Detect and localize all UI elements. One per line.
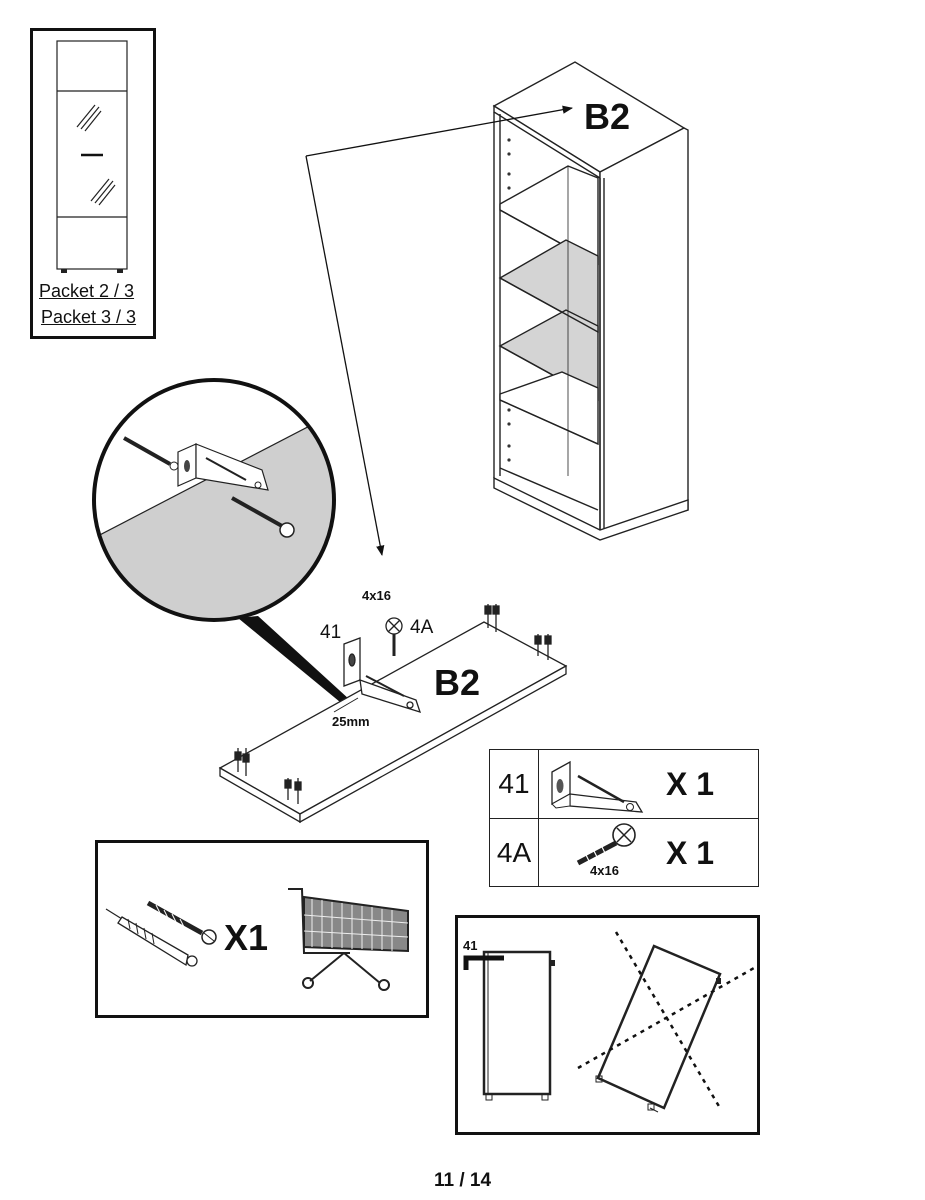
shopping-cart-icon bbox=[288, 888, 409, 991]
distance-label: 25mm bbox=[332, 714, 370, 729]
angle-bracket-icon bbox=[551, 760, 644, 813]
wall-anchor-qty: X1 bbox=[224, 917, 269, 958]
wall-mounting-diagram: 41 bbox=[455, 915, 760, 1135]
mounting-orientation-illustration bbox=[463, 931, 755, 1113]
screw-id-label: 4A bbox=[410, 617, 434, 638]
wall-anchor-illustration bbox=[105, 888, 409, 991]
panel-b2-drawing bbox=[218, 604, 568, 824]
parts-table: 41 X 1 4A 4x16 X 1 bbox=[489, 749, 759, 887]
packet-label-2: Packet 3 / 3 bbox=[41, 307, 137, 327]
part-qty: X 1 bbox=[666, 834, 715, 871]
wall-diagram-id: 41 bbox=[463, 938, 478, 953]
part-id: 41 bbox=[490, 750, 539, 818]
screw-size-small: 4x16 bbox=[590, 863, 619, 878]
parts-row: 4A 4x16 X 1 bbox=[490, 818, 758, 887]
cabinet-thumbnail bbox=[56, 40, 128, 273]
parts-row: 41 X 1 bbox=[490, 750, 758, 818]
wall-fixing-box: X1 bbox=[95, 840, 429, 1018]
part-id: 4A bbox=[490, 819, 539, 887]
panel-label-top: B2 bbox=[584, 96, 631, 137]
cabinet-drawing bbox=[492, 61, 689, 541]
bracket-id-label: 41 bbox=[320, 622, 342, 643]
packet-label-1: Packet 2 / 3 bbox=[39, 281, 135, 301]
pointer-arrows bbox=[305, 105, 574, 557]
panel-label-bottom: B2 bbox=[434, 662, 481, 703]
part-qty: X 1 bbox=[666, 765, 715, 802]
magnifier-callout bbox=[92, 378, 350, 702]
packet-indicator: Packet 2 / 3 Packet 3 / 3 bbox=[30, 28, 156, 339]
page-number: 11 / 14 bbox=[433, 1170, 492, 1191]
assembly-illustration bbox=[92, 61, 689, 824]
screw-icon bbox=[576, 823, 636, 866]
screw-size-label: 4x16 bbox=[362, 588, 391, 603]
